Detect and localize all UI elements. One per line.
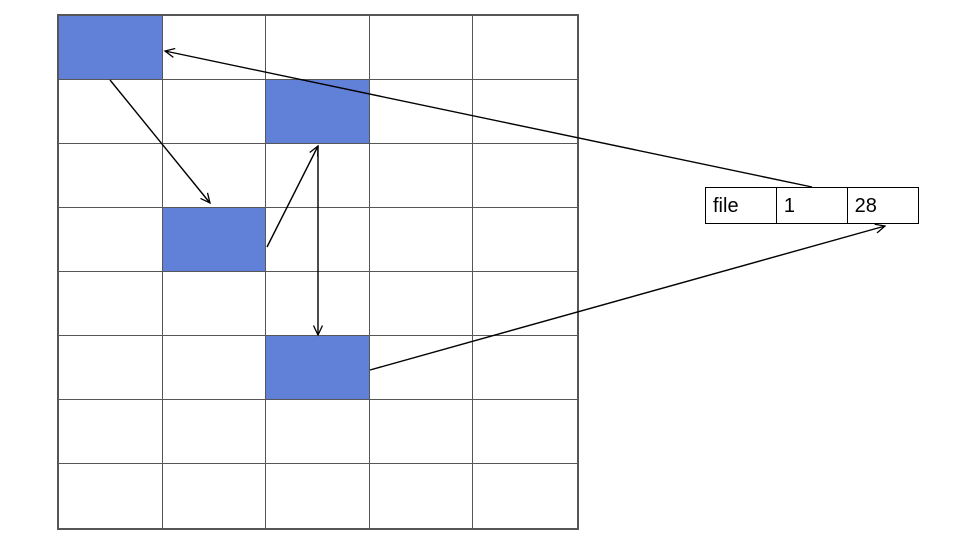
free-block [369, 272, 474, 336]
file-record: file 1 28 [705, 187, 919, 224]
allocated-block [59, 16, 163, 80]
free-block [369, 336, 474, 400]
free-block [59, 336, 163, 400]
free-block [369, 80, 474, 144]
free-block [473, 144, 577, 208]
free-block [162, 400, 267, 464]
free-block [266, 208, 370, 272]
free-block [369, 208, 474, 272]
free-block [162, 272, 267, 336]
file-record-name-cell: file [705, 187, 777, 224]
free-block [59, 80, 163, 144]
free-block [266, 272, 370, 336]
allocated-block [266, 336, 370, 400]
free-block [59, 400, 163, 464]
free-block [163, 464, 267, 528]
free-block [473, 336, 577, 400]
free-block [369, 144, 474, 208]
free-block [473, 208, 577, 272]
free-block [473, 400, 577, 464]
file-record-end-block-cell: 28 [846, 187, 919, 224]
free-block [59, 464, 163, 528]
free-block [59, 272, 163, 336]
free-block [266, 16, 370, 80]
free-block [473, 16, 577, 80]
free-block [473, 80, 577, 144]
free-block [266, 144, 370, 208]
free-block [162, 144, 267, 208]
free-block [369, 16, 474, 80]
allocated-block [266, 80, 370, 144]
free-block [473, 464, 577, 528]
free-block [59, 208, 163, 272]
free-block [59, 144, 163, 208]
free-block [369, 400, 474, 464]
free-block [162, 80, 267, 144]
free-block [266, 464, 370, 528]
free-block [473, 272, 577, 336]
free-block [266, 400, 370, 464]
disk-block-grid [57, 14, 579, 530]
free-block [370, 464, 474, 528]
allocated-block [162, 208, 267, 272]
free-block [162, 336, 267, 400]
file-record-start-block-cell: 1 [775, 187, 848, 224]
free-block [162, 16, 267, 80]
